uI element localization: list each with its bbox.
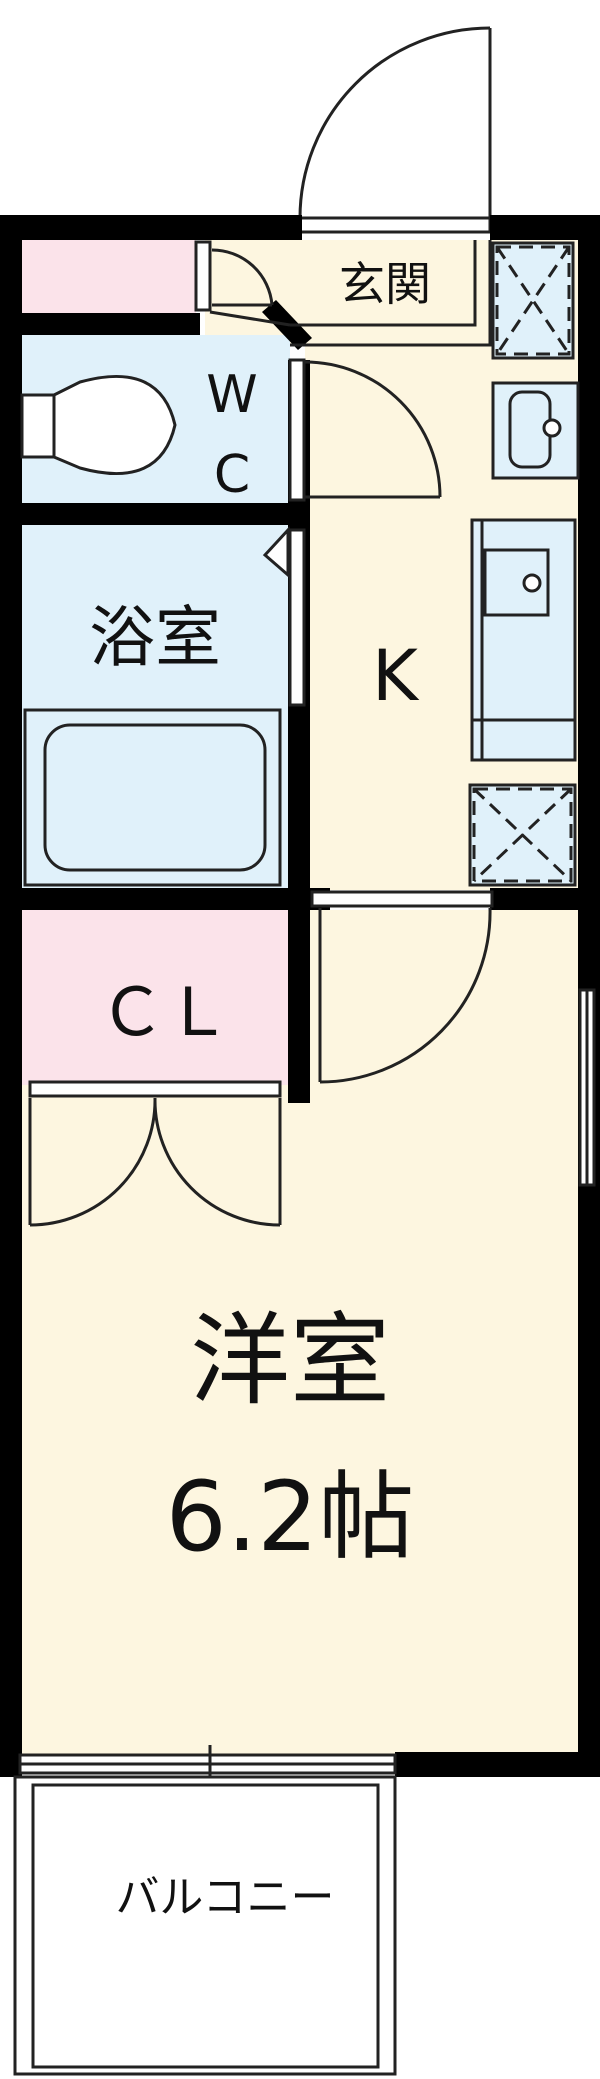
bath-label: 浴室 — [89, 599, 221, 676]
wc-door — [288, 358, 442, 502]
balcony-label: バルコニー — [115, 1872, 334, 1923]
wc-label-bottom: C — [214, 445, 250, 505]
kitchen-label: K — [372, 635, 420, 717]
kitchen-counter — [470, 518, 577, 762]
entrance-step — [209, 240, 492, 347]
western-room-size: 6.2帖 — [166, 1461, 415, 1573]
room-door — [310, 890, 494, 1084]
entrance-door — [298, 26, 492, 234]
wc-label-top: W — [206, 365, 257, 425]
storage-top-left — [20, 240, 196, 315]
closet-floor-top — [20, 910, 290, 1085]
western-room-label: 洋室 — [190, 1302, 390, 1419]
entrance-label: 玄関 — [339, 257, 431, 311]
bath-door — [262, 526, 306, 707]
closet-doors — [28, 1080, 282, 1227]
exterior-walls — [0, 215, 600, 1777]
side-window — [578, 988, 596, 1187]
bathtub — [23, 708, 282, 887]
toilet — [20, 374, 177, 476]
shoe-cabinet — [491, 241, 575, 360]
storage-door — [194, 240, 274, 312]
wash-basin — [491, 381, 580, 480]
closet-label: ＣＬ — [99, 974, 231, 1051]
fridge-space — [468, 783, 577, 887]
balcony — [13, 1775, 397, 2076]
